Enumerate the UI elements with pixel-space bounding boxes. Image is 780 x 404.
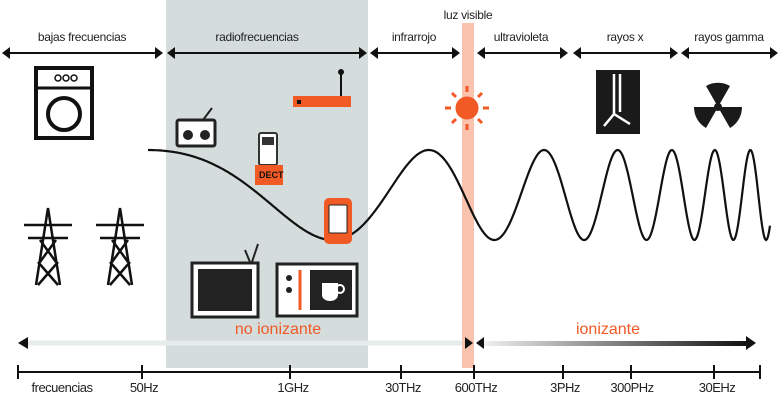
arrowhead — [155, 47, 163, 59]
band-label-low-frequency: bajas frecuencias — [37, 30, 127, 44]
arrowhead — [359, 47, 367, 59]
radio-icon — [175, 107, 217, 148]
axis-label-3phz: 3PHz — [550, 380, 580, 395]
arrowhead — [477, 47, 485, 59]
axis-label-600thz: 600THz — [454, 380, 498, 395]
wave — [148, 148, 772, 242]
dect-phone-icon — [255, 132, 283, 185]
axis-label-1ghz: 1GHz — [277, 380, 309, 395]
ionizing-arrow — [476, 336, 756, 350]
band-label-visible-light: luz visible — [443, 8, 493, 22]
band-label-ultraviolet: ultravioleta — [493, 30, 549, 44]
xray-icon — [596, 70, 640, 134]
wifi-router-icon — [293, 69, 351, 107]
mobile-phone-icon — [324, 198, 352, 244]
axis-label-50hz: 50Hz — [129, 380, 159, 395]
ionizing-label: ionizante — [575, 321, 641, 338]
axis-label-30ehz: 30EHz — [698, 380, 736, 395]
axis-label-title: frecuencias — [31, 380, 93, 395]
radiation-icon — [693, 82, 743, 128]
power-pylon-icon — [24, 207, 144, 286]
non-ionizing-arrow — [18, 337, 473, 349]
arrowhead — [670, 47, 678, 59]
sun-icon — [445, 86, 489, 130]
arrowhead — [681, 47, 689, 59]
dect-label: DECT — [259, 170, 284, 180]
arrowhead — [770, 47, 778, 59]
arrowhead — [370, 47, 378, 59]
microwave-icon — [275, 262, 359, 318]
television-icon — [190, 243, 260, 319]
arrowhead — [2, 47, 10, 59]
band-label-gamma-rays: rayos gamma — [694, 30, 764, 44]
non-ionizing-label: no ionizante — [234, 321, 322, 338]
band-label-xrays: rayos x — [606, 30, 644, 44]
arrowhead — [167, 47, 175, 59]
arrowhead — [560, 47, 568, 59]
arrowhead — [573, 47, 581, 59]
band-label-infrared: infrarrojo — [391, 30, 437, 44]
band-range-arrows — [2, 47, 778, 59]
band-label-radiofrequency: radiofrecuencias — [215, 30, 299, 44]
frequency-axis — [17, 365, 761, 379]
arrowhead — [452, 47, 460, 59]
washing-machine-icon — [34, 66, 94, 140]
axis-label-300phz: 300PHz — [610, 380, 654, 395]
axis-label-30thz: 30THz — [385, 380, 421, 395]
